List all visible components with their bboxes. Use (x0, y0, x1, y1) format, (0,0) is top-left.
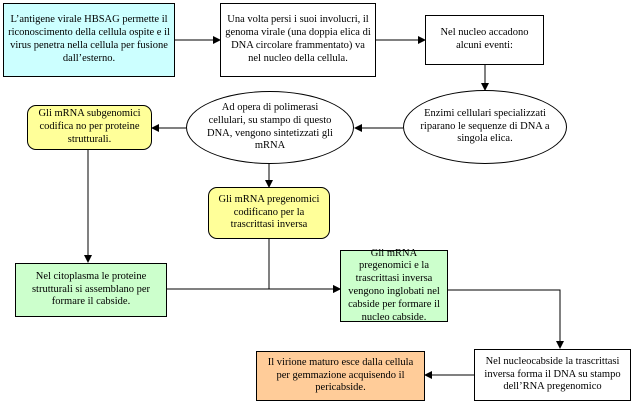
node-genome-to-nucleus-text: Una volta persi i suoi involucri, il gen… (225, 14, 371, 64)
node-virus-entry: L’antigene virale HBSAG permette il rico… (3, 3, 175, 77)
node-nucleocapsid-formation-text: Gli mRNA pregenomici e la trascrittasi i… (348, 247, 440, 323)
node-subgenomic-mrna-text: Gli mRNA subgenomici codifica no per pro… (38, 108, 141, 145)
node-mrna-synthesis: Ad opera di polimerasi cellulari, su sta… (186, 91, 354, 164)
node-dna-repair-text: Enzimi cellulari specializzati riparano … (420, 107, 550, 145)
node-virion-release: Il virione maturo esce dalla cellula per… (256, 351, 425, 401)
node-pregenomic-mrna: Gli mRNA pregenomici codificano per la t… (208, 187, 330, 239)
node-subgenomic-mrna: Gli mRNA subgenomici codifica no per pro… (27, 105, 152, 150)
node-virus-entry-text: L’antigene virale HBSAG permette il rico… (8, 14, 170, 64)
node-reverse-transcription-text: Nel nucleocabside la trascrittasi invers… (484, 355, 621, 393)
arrow-n9-to-n10 (448, 289, 564, 349)
node-reverse-transcription: Nel nucleocabside la trascrittasi invers… (474, 349, 631, 401)
arrow-n7-to-n9 (268, 239, 341, 293)
node-mrna-synthesis-text: Ad opera di polimerasi cellulari, su sta… (207, 101, 333, 152)
node-capsid-assembly: Nel citoplasma le proteine strutturali s… (15, 263, 167, 317)
node-dna-repair: Enzimi cellulari specializzati riparano … (403, 90, 567, 164)
node-virion-release-text: Il virione maturo esce dalla cellula per… (267, 356, 414, 394)
node-pregenomic-mrna-text: Gli mRNA pregenomici codificano per la t… (218, 193, 320, 231)
node-nucleus-events: Nel nucleo accadono alcuni eventi: (425, 15, 544, 65)
node-nucleocapsid-formation: Gli mRNA pregenomici e la trascrittasi i… (340, 247, 448, 323)
node-nucleus-events-text: Nel nucleo accadono alcuni eventi: (440, 27, 529, 51)
node-capsid-assembly-text: Nel citoplasma le proteine strutturali s… (31, 270, 151, 308)
node-genome-to-nucleus: Una volta persi i suoi involucri, il gen… (220, 3, 376, 77)
